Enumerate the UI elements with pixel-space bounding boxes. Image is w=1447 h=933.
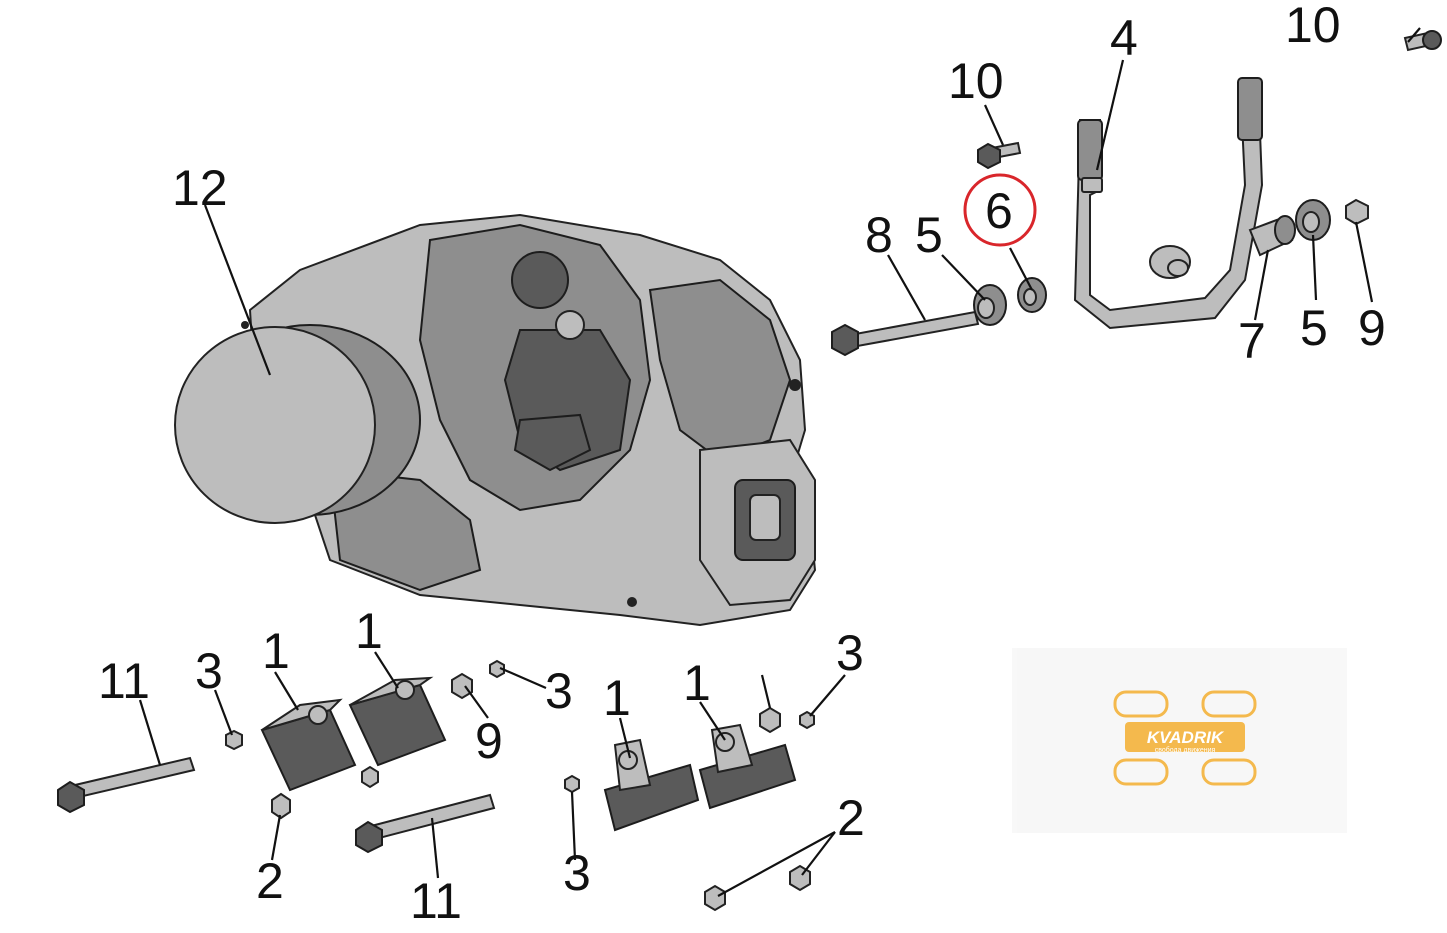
tire-bottom-right-icon bbox=[1201, 758, 1257, 786]
callout-5-left: 5 bbox=[915, 207, 943, 263]
callout-8: 8 bbox=[865, 207, 893, 263]
callout-3-a: 3 bbox=[195, 643, 223, 699]
callout-4: 4 bbox=[1110, 10, 1138, 66]
callout-3-b: 3 bbox=[545, 663, 573, 719]
callout-3-d: 3 bbox=[563, 845, 591, 901]
callout-1-b: 1 bbox=[355, 603, 383, 659]
engine-mount-1a bbox=[260, 698, 357, 792]
kvadrik-logo: KVADRIK свобода движения bbox=[1012, 648, 1347, 833]
logo-brand-name: KVADRIK bbox=[1147, 728, 1225, 747]
mount-bracket-4 bbox=[1073, 77, 1264, 330]
callout-6: 6 bbox=[985, 183, 1013, 239]
bolt-10-right bbox=[1403, 30, 1442, 52]
bolt-11-left bbox=[57, 756, 196, 814]
callout-10-right: 10 bbox=[1285, 0, 1341, 53]
callout-9-lower: 9 bbox=[475, 713, 503, 769]
callout-1-a: 1 bbox=[262, 623, 290, 679]
bushing-7 bbox=[1248, 215, 1296, 257]
callout-2-a: 2 bbox=[256, 853, 284, 909]
callout-12: 12 bbox=[172, 160, 228, 216]
highlight-circle bbox=[963, 173, 1037, 247]
callout-9-upper: 9 bbox=[1358, 300, 1386, 356]
engine-mount-1c bbox=[603, 738, 700, 832]
tire-top-left-icon bbox=[1113, 690, 1169, 718]
bolt-11-center bbox=[355, 793, 496, 854]
bushing-5-left bbox=[973, 284, 1007, 326]
callout-labels: 12 10 10 4 6 8 5 7 5 9 11 3 1 1 9 3 1 1 … bbox=[98, 0, 1386, 929]
tire-bottom-left-icon bbox=[1113, 758, 1169, 786]
callout-5-right: 5 bbox=[1300, 300, 1328, 356]
engine-mount-1b bbox=[348, 676, 447, 767]
leader-lines bbox=[138, 27, 1421, 897]
engine-assembly bbox=[174, 213, 817, 627]
engine-mount-1d bbox=[698, 723, 797, 810]
bushing-5-right bbox=[1295, 199, 1331, 241]
small-hardware bbox=[225, 659, 815, 912]
washer-6 bbox=[1017, 277, 1047, 313]
callout-2-b: 2 bbox=[837, 790, 865, 846]
callout-3-c: 3 bbox=[836, 625, 864, 681]
callout-10-left: 10 bbox=[948, 53, 1004, 109]
callout-11-left: 11 bbox=[98, 653, 150, 709]
nut-9-upper bbox=[1345, 198, 1369, 226]
callout-7: 7 bbox=[1238, 313, 1266, 369]
tire-top-right-icon bbox=[1201, 690, 1257, 718]
callout-1-d: 1 bbox=[683, 655, 711, 711]
logo-tagline: свобода движения bbox=[1155, 746, 1216, 754]
bolt-8 bbox=[831, 310, 980, 357]
bolt-10-left bbox=[977, 141, 1022, 170]
callout-11-center: 11 bbox=[410, 873, 462, 929]
callout-1-c: 1 bbox=[603, 670, 631, 726]
